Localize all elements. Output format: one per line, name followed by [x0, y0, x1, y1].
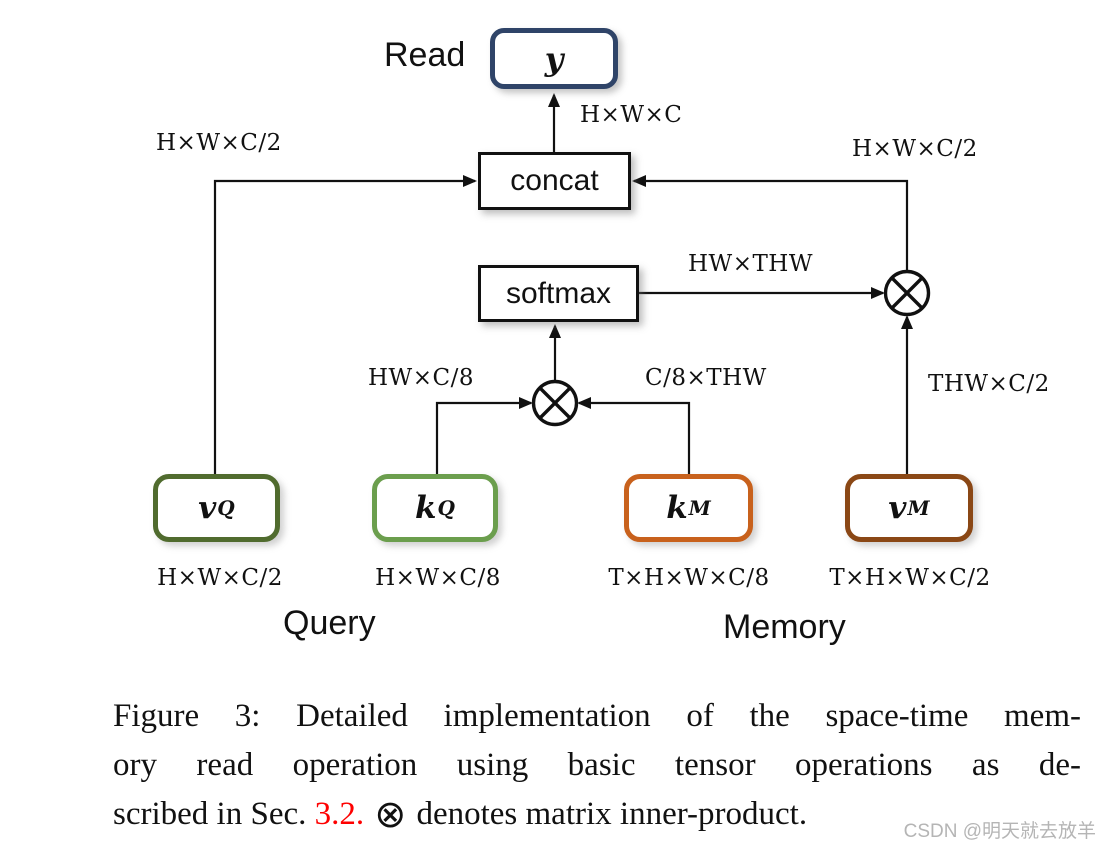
dim-under-km: T×H×W×C/8: [608, 565, 770, 591]
read-label: Read: [384, 36, 466, 74]
concat-label: concat: [510, 164, 599, 197]
wire-km-to-prod1: [577, 397, 691, 474]
tensor-sup-km: M: [688, 496, 711, 520]
dim-under-vm: T×H×W×C/2: [829, 565, 991, 591]
dim-kq-in: HW×C/8: [368, 365, 474, 391]
tensor-sup-vm: M: [907, 496, 930, 520]
caption-line-1: Figure 3: Detailed implementation of the…: [113, 698, 1081, 734]
group-label-memory: Memory: [723, 608, 846, 646]
wire-vq-to-concat: [213, 175, 477, 474]
tensor-label-vm: v: [888, 490, 907, 526]
caption-line3-prefix: scribed in Sec.: [113, 796, 307, 832]
csdn-watermark: CSDN @明天就去放羊: [903, 821, 1096, 842]
caption-line-2: ory read operation using basic tensor op…: [113, 747, 1081, 783]
otimes-icon: ⊗: [374, 794, 407, 836]
tensor-label-kq: k: [415, 490, 437, 526]
wire-kq-to-prod1: [435, 397, 533, 474]
section-reference[interactable]: 3.2.: [314, 796, 365, 832]
output-y-box: y: [490, 28, 618, 89]
wire-prod2-to-concat: [632, 175, 909, 271]
dim-left-top: H×W×C/2: [156, 130, 282, 156]
dim-output: H×W×C: [580, 102, 683, 128]
figure-caption: Figure 3: Detailed implementation of the…: [113, 692, 1081, 839]
dim-softmax-out: HW×THW: [688, 251, 814, 277]
tensor-label-km: k: [666, 490, 688, 526]
tensor-label-vq: v: [198, 490, 217, 526]
softmax-label: softmax: [505, 276, 612, 310]
dim-under-vq: H×W×C/2: [157, 565, 283, 591]
tensor-sup-vq: Q: [217, 496, 235, 520]
softmax-box: softmax: [478, 265, 639, 322]
group-label-query: Query: [283, 604, 376, 642]
matrix-product-icon: [883, 269, 931, 317]
tensor-sup-kq: Q: [437, 496, 455, 520]
concat-box: concat: [478, 152, 631, 210]
caption-line3-suffix: denotes matrix inner-product.: [416, 796, 808, 832]
dim-under-kq: H×W×C/8: [375, 565, 501, 591]
dim-km-in: C/8×THW: [645, 365, 767, 391]
dim-right-top: H×W×C/2: [852, 136, 978, 162]
matrix-product-icon: [531, 379, 579, 427]
output-y-label: y: [544, 39, 564, 78]
dim-vm-in: THW×C/2: [928, 371, 1050, 397]
caption-line-3: scribed in Sec. 3.2. ⊗ denotes matrix in…: [113, 790, 1081, 839]
